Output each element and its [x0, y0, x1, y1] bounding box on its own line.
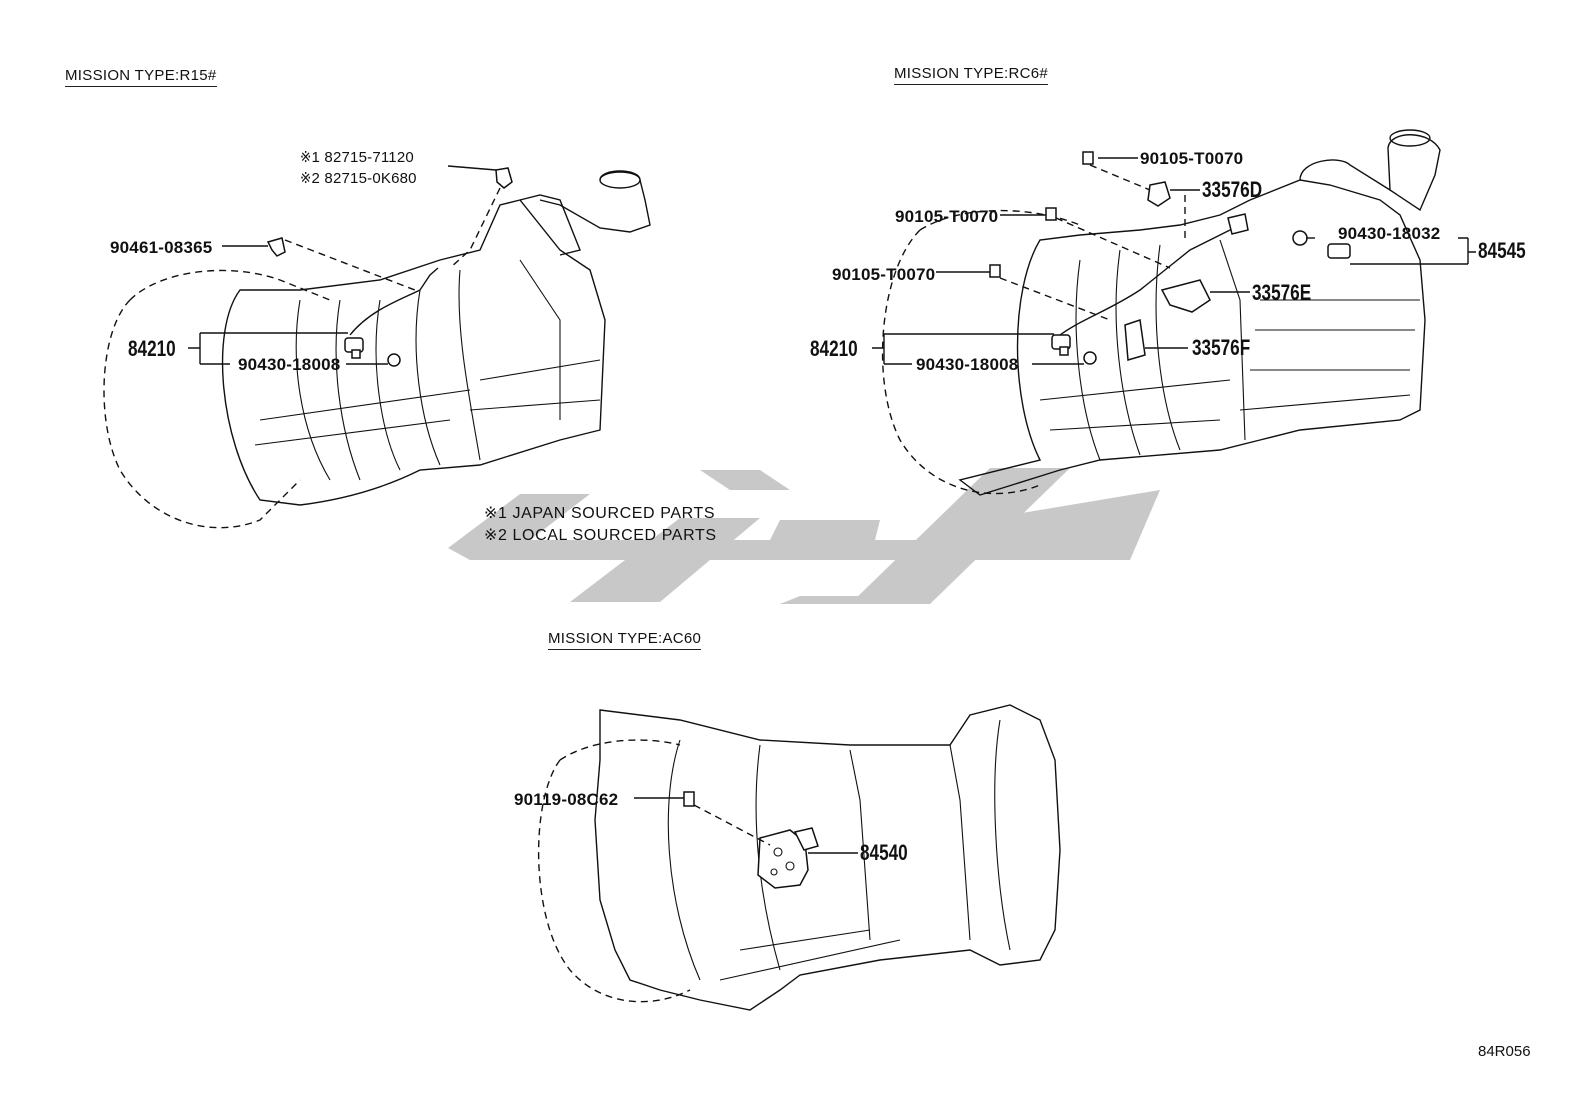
rc6-section-title: MISSION TYPE:RC6# [894, 66, 1049, 85]
r15-section-title: MISSION TYPE:R15# [65, 68, 217, 87]
callout-84210: 84210 [128, 336, 176, 361]
ac60-section-title: MISSION TYPE:AC60 [548, 631, 702, 650]
note-local-sourced: ※2 LOCAL SOURCED PARTS [484, 527, 717, 544]
callout-90430-18032: 90430-18032 [1338, 224, 1441, 243]
r15-transmission-drawing [103, 165, 651, 529]
callout-90430-18008-rc6: 90430-18008 [916, 355, 1019, 374]
callout-33576f: 33576F [1192, 335, 1251, 360]
callout-82715-japan: ※1 82715-71120 [300, 149, 414, 166]
callout-82715-local: ※2 82715-0K680 [300, 170, 417, 187]
diagram-code: 84R056 [1478, 1043, 1531, 1060]
callout-90119-08c62: 90119-08C62 [514, 790, 619, 809]
callout-84540: 84540 [860, 840, 908, 865]
callout-90105-t0070-top: 90105-T0070 [1140, 149, 1244, 168]
callout-90461-08365: 90461-08365 [110, 238, 213, 257]
note-japan-sourced: ※1 JAPAN SOURCED PARTS [484, 505, 716, 522]
ac60-transmission-drawing [537, 704, 1061, 1011]
watermark-logo [448, 468, 1160, 604]
callout-90105-t0070-mid: 90105-T0070 [895, 207, 999, 226]
callout-90105-t0070-low: 90105-T0070 [832, 265, 936, 284]
callout-90430-18008: 90430-18008 [238, 355, 341, 374]
callout-33576e: 33576E [1252, 280, 1312, 305]
callout-33576d: 33576D [1202, 177, 1263, 202]
callout-84210-rc6: 84210 [810, 336, 858, 361]
rc6-transmission-drawing [872, 129, 1476, 496]
callout-84545: 84545 [1478, 238, 1526, 263]
